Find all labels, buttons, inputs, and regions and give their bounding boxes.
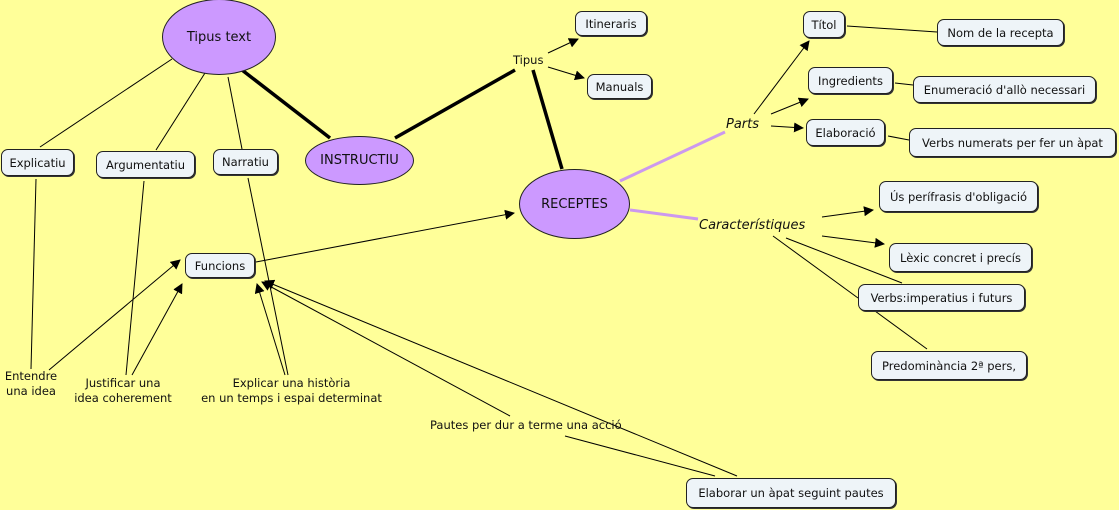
concept-instructiu-label: INSTRUCTIU <box>320 153 399 168</box>
concept-argumentatiu[interactable]: Argumentatiu <box>96 151 195 178</box>
concept-lexic[interactable]: Lèxic concret i precís <box>889 243 1032 272</box>
link-label-justificar: Justificar una idea coherement <box>70 376 176 406</box>
link-label-justificar-line1: Justificar una <box>85 376 161 390</box>
concept-us-perifrasis[interactable]: Ús perífrasis d'obligació <box>879 181 1038 212</box>
concept-elaborar-apat[interactable]: Elaborar un àpat seguint pautes <box>686 478 896 508</box>
link-elaborar-pautes <box>564 435 716 477</box>
link-narratiu-explicar <box>247 177 289 376</box>
link-argumentatiu-justificar <box>125 180 145 376</box>
arrow-carac-lexic <box>821 235 885 248</box>
arrow-parts-elaboracio <box>770 122 804 133</box>
concept-instructiu[interactable]: INSTRUCTIU <box>305 136 414 185</box>
concept-titol[interactable]: Títol <box>803 11 845 38</box>
link-explicatiu-entendre <box>30 178 37 370</box>
link-carac-predom-2 <box>874 310 928 350</box>
link-tipustext-argumentatiu <box>155 72 206 151</box>
link-label-explicar-line2: en un temps i espai determinat <box>201 391 382 405</box>
link-tipustext-instructiu <box>240 68 332 140</box>
concept-manuals[interactable]: Manuals <box>587 74 652 99</box>
link-label-tipus: Tipus <box>513 53 544 67</box>
link-titol-nom <box>846 25 938 33</box>
link-label-entendre-line2: una idea <box>6 384 56 398</box>
concept-nom-recepta[interactable]: Nom de la recepta <box>937 19 1064 46</box>
arrow-parts-ingredients <box>770 97 809 115</box>
concept-verbs-imperatius[interactable]: Verbs:imperatius i futurs <box>858 284 1025 311</box>
link-label-explicar: Explicar una història en un temps i espa… <box>195 376 388 406</box>
arrow-justificar-funcions <box>131 283 183 376</box>
concept-elaboracio[interactable]: Elaboració <box>806 119 885 146</box>
concept-itineraris[interactable]: Itineraris <box>575 11 647 36</box>
arrow-parts-titol <box>753 40 810 115</box>
link-ingredients-enumeracio <box>894 82 914 86</box>
link-receptes-parts <box>619 130 726 183</box>
link-label-justificar-line2: idea coherement <box>74 391 172 405</box>
concept-verbs-numerats[interactable]: Verbs numerats per fer un àpat <box>909 128 1116 157</box>
link-elaboracio-verbs <box>887 135 910 141</box>
arrow-funcions-receptes <box>255 209 515 263</box>
concept-tipus-text[interactable]: Tipus text <box>162 0 276 75</box>
concept-predominancia[interactable]: Predominància 2ª pers, <box>871 351 1027 380</box>
link-tipustext-narratiu <box>227 76 243 150</box>
arrow-explicar-funcions <box>254 283 286 376</box>
arrow-carac-us <box>821 206 874 218</box>
arrow-tipus-manuals <box>547 66 585 81</box>
arrow-elaborar-funcions <box>264 279 738 477</box>
arrow-pautes-funcions <box>261 281 511 417</box>
concept-narratiu[interactable]: Narratiu <box>213 149 278 175</box>
link-carac-predom <box>772 235 859 299</box>
link-instructiu-tipus <box>394 68 516 140</box>
concept-funcions[interactable]: Funcions <box>185 253 255 278</box>
link-label-pautes: Pautes per dur a terme una acció <box>430 418 622 432</box>
concept-tipus-text-label: Tipus text <box>186 29 252 45</box>
link-label-entendre-line1: Entendre <box>4 369 58 383</box>
link-tipus-receptes <box>531 69 564 170</box>
concept-ingredients[interactable]: Ingredients <box>808 67 893 94</box>
link-label-caracteristiques: Característiques <box>699 218 806 233</box>
arrow-entendre-funcions <box>48 259 181 371</box>
concept-enumeracio[interactable]: Enumeració d'allò necessari <box>913 76 1096 103</box>
arrow-tipus-itineraris <box>547 38 579 54</box>
link-label-parts: Parts <box>726 117 760 132</box>
concept-receptes[interactable]: RECEPTES <box>519 169 630 239</box>
link-carac-verbsimp <box>785 237 903 284</box>
link-label-explicar-line1: Explicar una història <box>232 376 351 390</box>
concept-receptes-label: RECEPTES <box>541 196 608 212</box>
link-tipustext-explicatiu <box>39 58 173 148</box>
link-receptes-caracteristiques <box>629 208 699 221</box>
concept-explicatiu[interactable]: Explicatiu <box>1 149 74 176</box>
link-label-entendre: Entendre una idea <box>0 369 62 399</box>
